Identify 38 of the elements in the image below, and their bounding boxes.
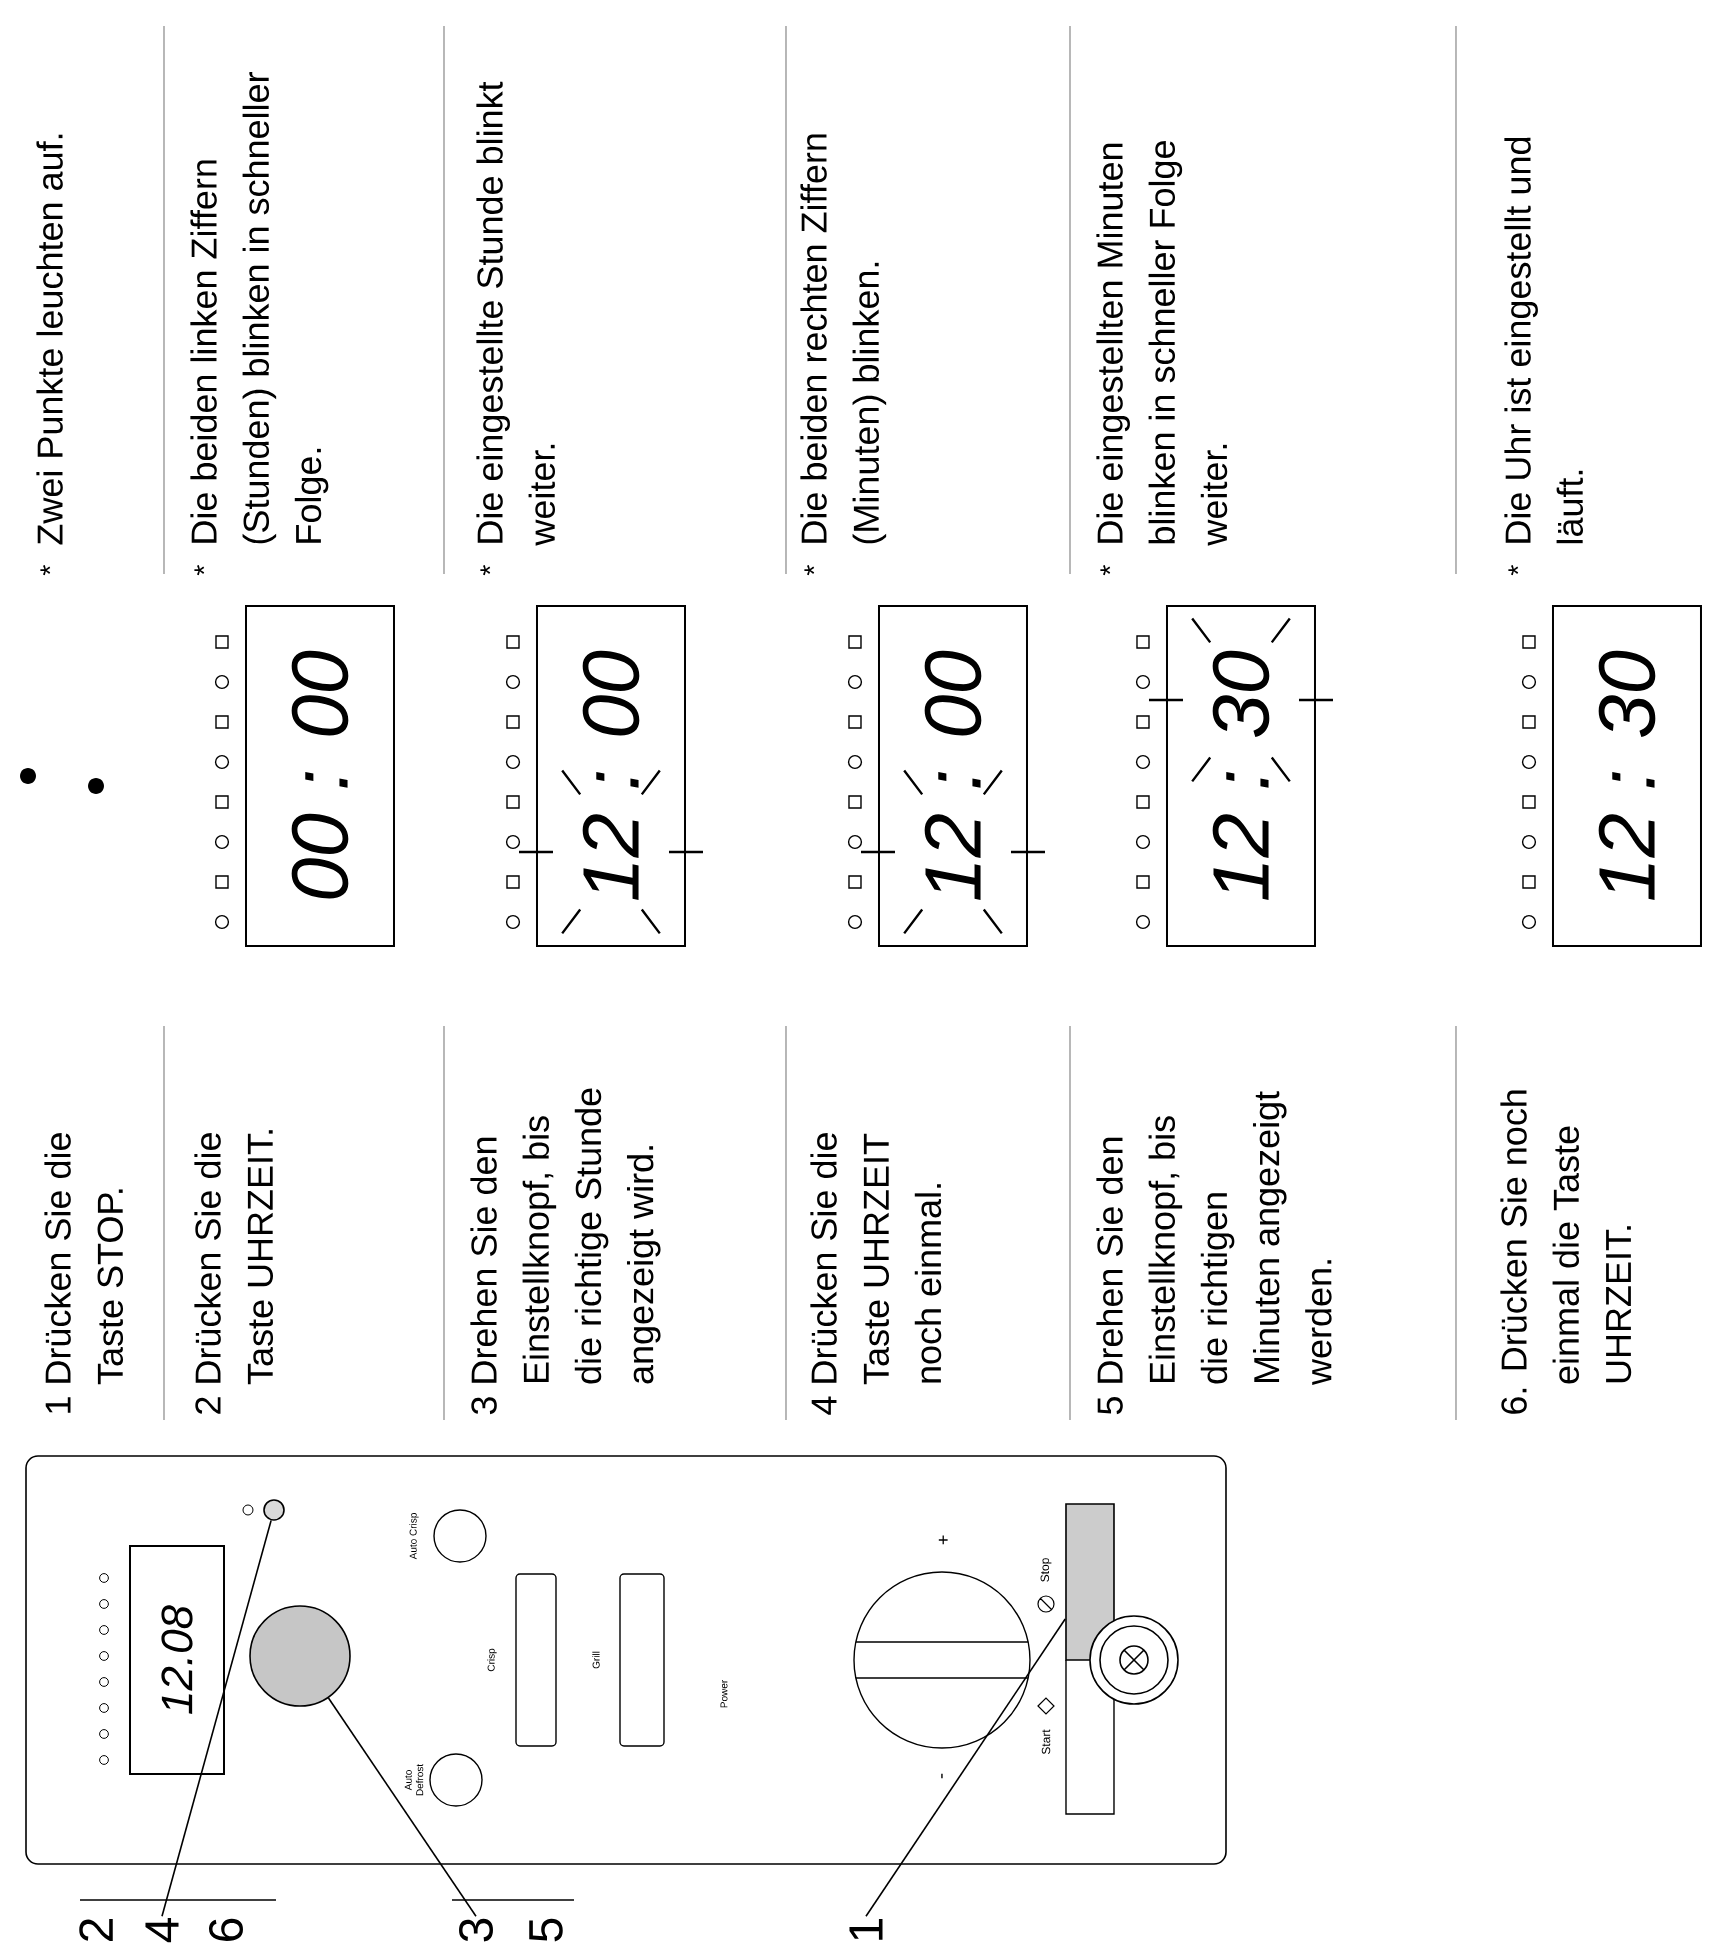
display: 12.08	[129, 1545, 225, 1775]
display: 12 : 30	[1552, 605, 1702, 947]
dial-mark: +	[938, 1535, 948, 1545]
result-text: Zwei Punkte leuchten auf.	[36, 134, 63, 545]
callout-number: 2	[79, 1919, 113, 1941]
leader-line	[327, 1697, 477, 1918]
asterisk: *	[1100, 565, 1111, 576]
display: 12 : 00	[878, 605, 1028, 947]
asterisk: *	[40, 565, 51, 576]
setting-knob	[249, 1605, 351, 1707]
callout-number: 4	[145, 1918, 179, 1943]
instruction-text: 5 Drehen Sie den Einstellknopf, bis die richtigen Minuten angezeigt werden.	[1096, 1091, 1332, 1415]
dial-mark: -	[941, 1773, 943, 1779]
instruction-text: 3 Drehen Sie den Einstellknopf, bis die richtige Stunde angezeigt wird.	[470, 1088, 661, 1415]
instruction-text: 2 Drücken Sie die Taste UHRZEIT.	[194, 1130, 274, 1414]
control-panel	[25, 1455, 1227, 1865]
result-text: Die beiden linken Ziffern (Stunden) blinken in schneller Folge.	[190, 72, 329, 544]
result-text: Die beiden rechten Ziffern (Minuten) blinken.	[800, 134, 887, 544]
leader-line	[161, 1519, 272, 1918]
asterisk: *	[194, 565, 205, 576]
result-text: Die eingestellten Minuten blinken in schneller Folge weiter.	[1096, 141, 1228, 546]
callout-number: 3	[459, 1918, 493, 1942]
result-text: Die Uhr ist eingestellt und läuft.	[1504, 137, 1583, 544]
asterisk: *	[480, 565, 491, 576]
display: 12 : 30	[1166, 605, 1316, 947]
callout-number: 1	[849, 1919, 883, 1940]
asterisk: *	[804, 565, 815, 576]
callout-number: 5	[529, 1918, 563, 1942]
instruction-text: 1 Drücken Sie die Taste STOP.	[44, 1133, 124, 1413]
display: 12 : 00	[536, 605, 686, 947]
stop-button	[1065, 1503, 1115, 1661]
asterisk: *	[1508, 565, 1519, 576]
callout-number: 6	[209, 1918, 243, 1941]
leader-line	[865, 1618, 1066, 1918]
instruction-text: 4 Drücken Sie die Taste UHRZEIT noch einmal.	[810, 1133, 942, 1415]
display: 00 : 00	[245, 605, 395, 947]
result-text: Die eingestellte Stunde blinkt weiter.	[476, 81, 556, 546]
instruction-text: 6. Drücken Sie noch einmal die Taste UHRZEIT.	[1500, 1090, 1632, 1414]
